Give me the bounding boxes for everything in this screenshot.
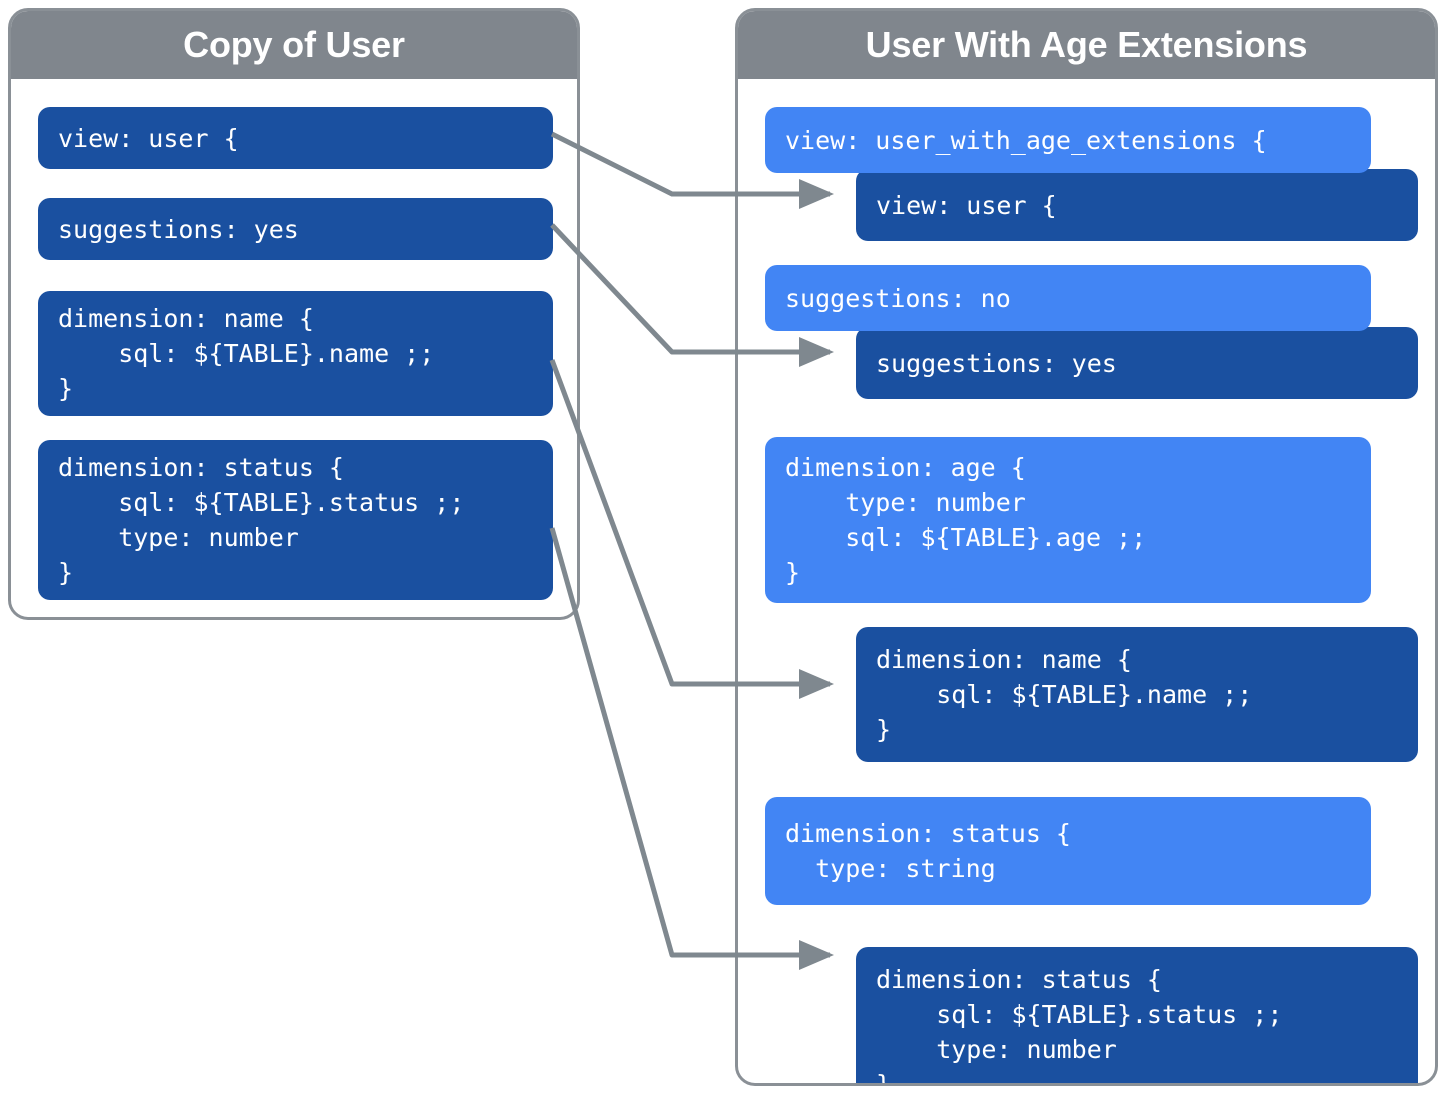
code-block-suggestions-yes-inherited[interactable]: suggestions: yes xyxy=(856,327,1418,399)
code-block-dimension-name-inherited[interactable]: dimension: name { sql: ${TABLE}.name ;; … xyxy=(856,627,1418,762)
panel-left-title: Copy of User xyxy=(11,11,577,79)
panel-user-with-age-extensions: User With Age Extensions view: user { vi… xyxy=(735,8,1438,1086)
code-block-suggestions-yes[interactable]: suggestions: yes xyxy=(38,198,553,260)
code-block-view-user-inherited[interactable]: view: user { xyxy=(856,169,1418,241)
code-block-view-user-with-age-extensions[interactable]: view: user_with_age_extensions { xyxy=(765,107,1371,173)
code-block-dimension-name[interactable]: dimension: name { sql: ${TABLE}.name ;; … xyxy=(38,291,553,416)
code-block-view-user[interactable]: view: user { xyxy=(38,107,553,169)
code-block-suggestions-no[interactable]: suggestions: no xyxy=(765,265,1371,331)
panel-copy-of-user: Copy of User view: user { suggestions: y… xyxy=(8,8,580,620)
code-block-dimension-age[interactable]: dimension: age { type: number sql: ${TAB… xyxy=(765,437,1371,603)
code-block-dimension-status-inherited[interactable]: dimension: status { sql: ${TABLE}.status… xyxy=(856,947,1418,1083)
code-block-dimension-status-override[interactable]: dimension: status { type: string xyxy=(765,797,1371,905)
code-block-dimension-status[interactable]: dimension: status { sql: ${TABLE}.status… xyxy=(38,440,553,600)
panel-right-title: User With Age Extensions xyxy=(738,11,1435,79)
